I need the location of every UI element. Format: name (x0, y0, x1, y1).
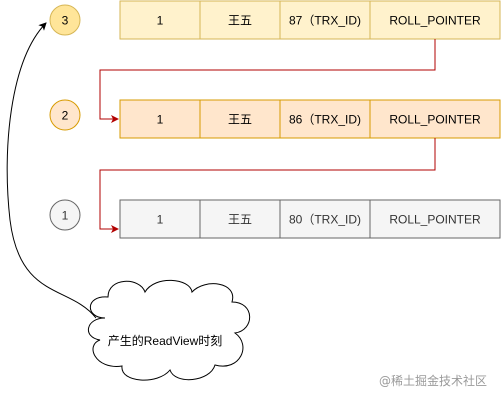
row2-cell-id (119, 99, 201, 139)
watermark: @稀土掘金技术社区 (378, 374, 487, 388)
row3-cell-name (199, 0, 281, 40)
row1-cell-pointer (369, 199, 501, 239)
step-circle-1 (49, 199, 81, 231)
row1-trx-text: 80（TRX_ID) (289, 213, 361, 227)
row1-name-text: 王五 (228, 213, 252, 227)
step-circle-2 (49, 99, 81, 131)
roll-pointer-arrow-3-to-2 (99, 39, 436, 123)
row1-id-text: 1 (157, 213, 164, 227)
row2-name-text: 王五 (228, 113, 252, 127)
row2-cell-trx (279, 99, 371, 139)
readview-cloud (88, 279, 251, 381)
readview-curve-arrow (6, 22, 97, 319)
row1-pointer-text: ROLL_POINTER (389, 213, 481, 227)
step-label-2: 2 (62, 109, 69, 123)
roll-pointer-arrow-2-to-1 (99, 138, 436, 233)
row1-cell-id (119, 199, 201, 239)
version-row-2: 2 1 王五 86（TRX_ID) ROLL_POINTER (49, 99, 501, 139)
row2-id-text: 1 (157, 113, 164, 127)
row3-id-text: 1 (157, 14, 164, 28)
step-label-3: 3 (62, 14, 69, 28)
row3-cell-id (119, 0, 201, 40)
readview-cloud-label: 产生的ReadView时刻 (108, 333, 222, 348)
row3-name-text: 王五 (228, 14, 252, 28)
row3-trx-text: 87（TRX_ID) (289, 14, 361, 28)
row2-cell-name (199, 99, 281, 139)
version-row-3: 3 1 王五 87（TRX_ID) ROLL_POINTER (49, 0, 501, 40)
step-circle-3 (49, 4, 81, 36)
row2-trx-text: 86（TRX_ID) (289, 113, 361, 127)
row2-pointer-text: ROLL_POINTER (389, 113, 481, 127)
row1-cell-trx (279, 199, 371, 239)
row3-pointer-text: ROLL_POINTER (389, 14, 481, 28)
step-label-1: 1 (62, 209, 69, 223)
row3-cell-trx (279, 0, 371, 40)
row1-cell-name (199, 199, 281, 239)
version-row-1: 1 1 王五 80（TRX_ID) ROLL_POINTER (49, 199, 501, 239)
